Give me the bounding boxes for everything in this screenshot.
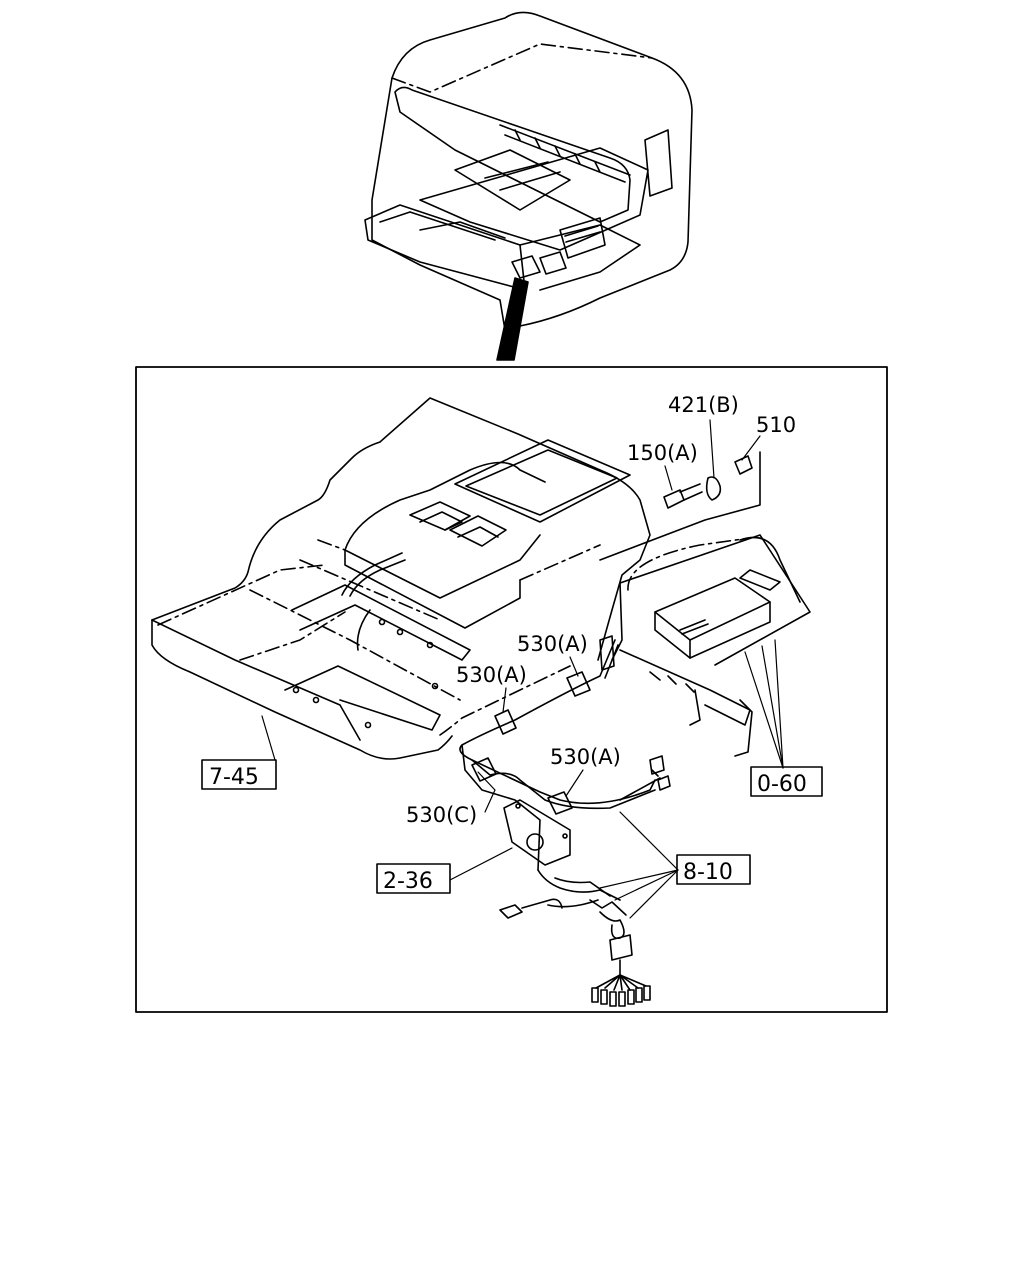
ref-8-10: 8-10 [683,860,733,885]
cab-overview [364,11,693,361]
leader-lines [261,419,784,919]
callout-labels: 421(B) 510 150(A) 530(A) 530(A) 530(A) 5… [406,393,796,827]
callout-510: 510 [756,413,796,437]
ref-box-8-10 [676,854,751,885]
console-assembly [151,397,651,760]
ref-2-36: 2-36 [383,869,433,894]
reference-boxes: 7-45 0-60 2-36 8-10 [201,759,823,894]
ref-0-60: 0-60 [757,772,807,797]
ref-box-0-60 [750,766,823,797]
ref-box-2-36 [376,863,451,894]
control-unit-bracket [599,451,811,757]
ref-box-7-45 [201,759,277,790]
callout-421b: 421(B) [668,393,739,417]
callout-530a-lower: 530(A) [550,745,621,769]
wire-harness [341,552,671,1007]
detail-frame [135,366,888,1013]
callout-150a: 150(A) [627,441,698,465]
callout-530a-left: 530(A) [456,663,527,687]
ref-7-45: 7-45 [209,765,259,790]
callout-530c: 530(C) [406,803,477,827]
callout-530a-upper: 530(A) [517,632,588,656]
